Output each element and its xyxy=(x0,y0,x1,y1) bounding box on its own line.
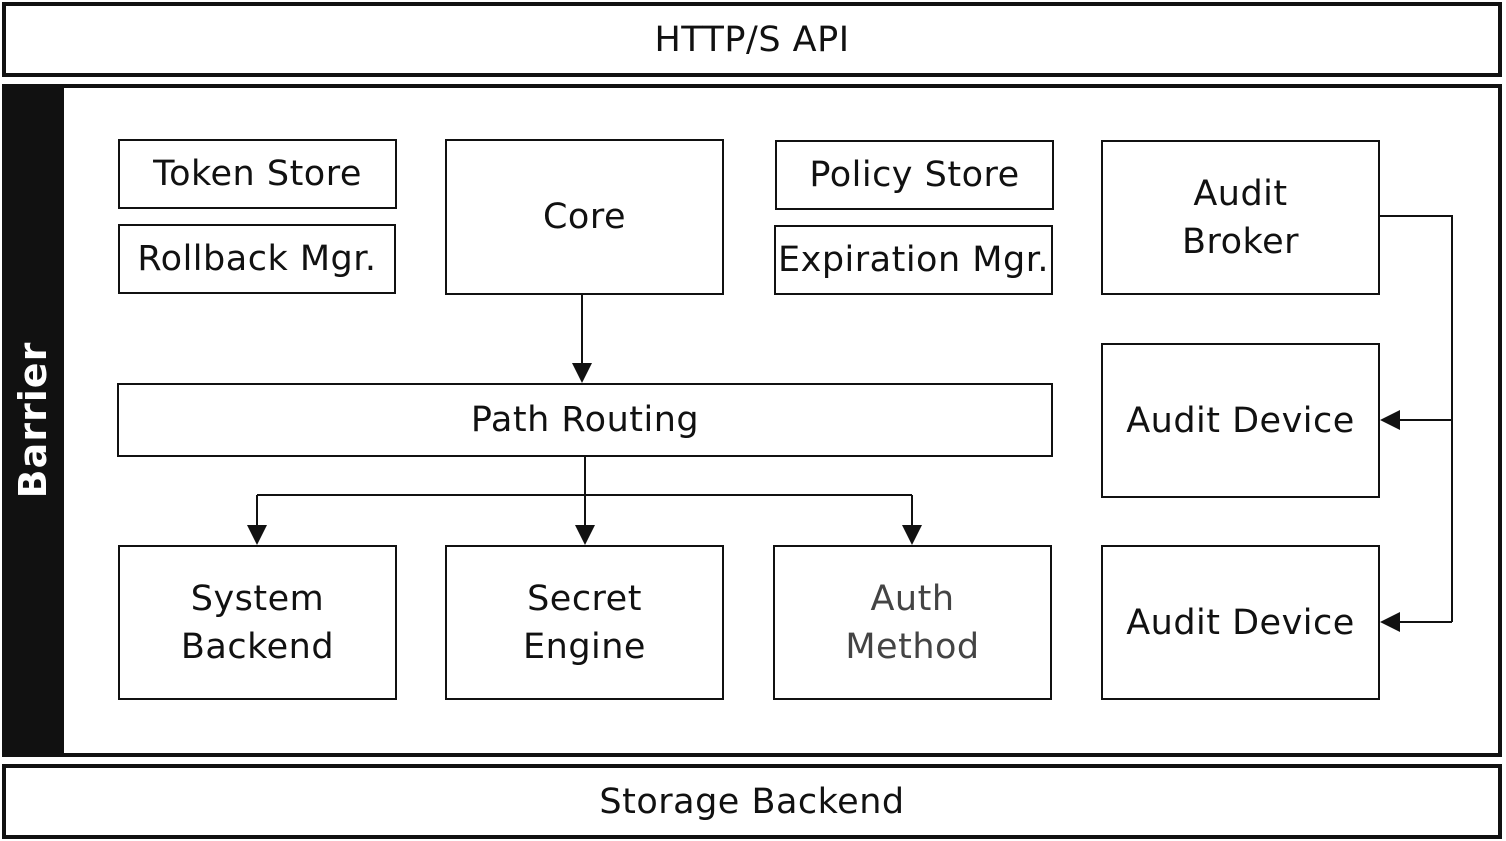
audit-device-box-1: Audit Device xyxy=(1101,343,1380,498)
core-box: Core xyxy=(445,139,724,295)
system-backend-box: System Backend xyxy=(118,545,397,700)
token-store-label: Token Store xyxy=(153,154,362,194)
core-label: Core xyxy=(542,197,626,237)
barrier-bar xyxy=(2,84,64,757)
auth-method-label-line2: Method xyxy=(845,626,980,667)
policy-store-label: Policy Store xyxy=(809,155,1020,195)
http-api-layer: HTTP/S API xyxy=(2,2,1502,77)
token-store-box: Token Store xyxy=(118,139,397,209)
path-routing-label: Path Routing xyxy=(470,400,700,440)
secret-engine-label-line2: Engine xyxy=(523,626,646,667)
http-api-label: HTTP/S API xyxy=(654,19,850,60)
system-backend-label-line1: System xyxy=(190,578,325,619)
system-backend-label-line2: Backend xyxy=(180,626,335,667)
auth-method-label-line1: Auth xyxy=(870,578,955,619)
audit-device-label-2: Audit Device xyxy=(1126,602,1355,643)
audit-broker-label-line1: Audit xyxy=(1193,173,1288,214)
storage-backend-layer: Storage Backend xyxy=(2,764,1502,839)
audit-device-box-2: Audit Device xyxy=(1101,545,1380,700)
storage-backend-label: Storage Backend xyxy=(599,781,905,822)
path-routing-box: Path Routing xyxy=(117,383,1053,457)
expiration-mgr-label: Expiration Mgr. xyxy=(778,240,1049,280)
audit-broker-box: Audit Broker xyxy=(1101,140,1380,295)
audit-device-label-1: Audit Device xyxy=(1126,400,1355,441)
secret-engine-box: Secret Engine xyxy=(445,545,724,700)
expiration-mgr-box: Expiration Mgr. xyxy=(774,225,1053,295)
rollback-mgr-label: Rollback Mgr. xyxy=(137,239,377,279)
barrier-label: Barrier xyxy=(11,341,55,499)
policy-store-box: Policy Store xyxy=(775,140,1054,210)
audit-broker-label-line2: Broker xyxy=(1182,221,1299,262)
auth-method-box: Auth Method xyxy=(773,545,1052,700)
rollback-mgr-box: Rollback Mgr. xyxy=(118,224,396,294)
secret-engine-label-line1: Secret xyxy=(527,578,642,619)
